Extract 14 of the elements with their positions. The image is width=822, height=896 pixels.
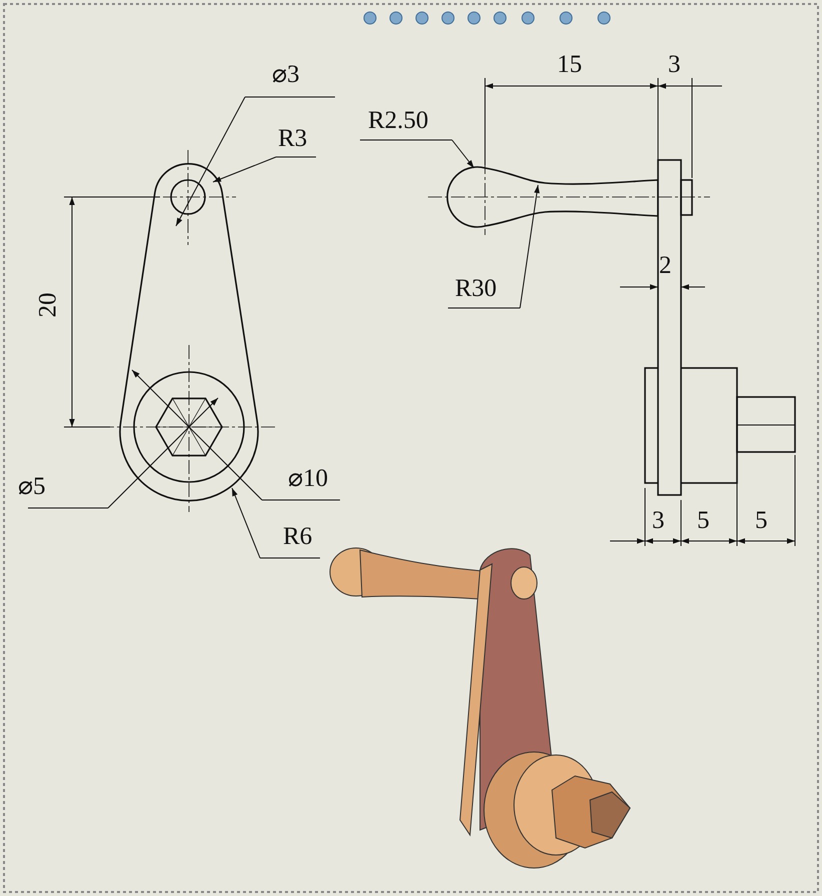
dimension-label: R6 <box>283 524 312 550</box>
dimension-label: 3 <box>668 52 680 78</box>
dimension-label: 3 <box>652 508 664 534</box>
dimension-label: 20 <box>36 292 62 318</box>
dimension-label: 5 <box>697 508 710 534</box>
dimension-label: 5 <box>755 508 768 534</box>
dimension-label: R3 <box>278 126 308 152</box>
dimension-label: 15 <box>557 52 582 78</box>
dimension-label: ⌀3 <box>272 62 300 88</box>
dimension-label: ⌀10 <box>288 466 328 492</box>
dimension-label: ⌀5 <box>18 474 46 500</box>
dimension-label: R30 <box>455 276 497 302</box>
dimension-label: 2 <box>659 253 672 279</box>
dimension-label: R2.50 <box>368 108 428 134</box>
